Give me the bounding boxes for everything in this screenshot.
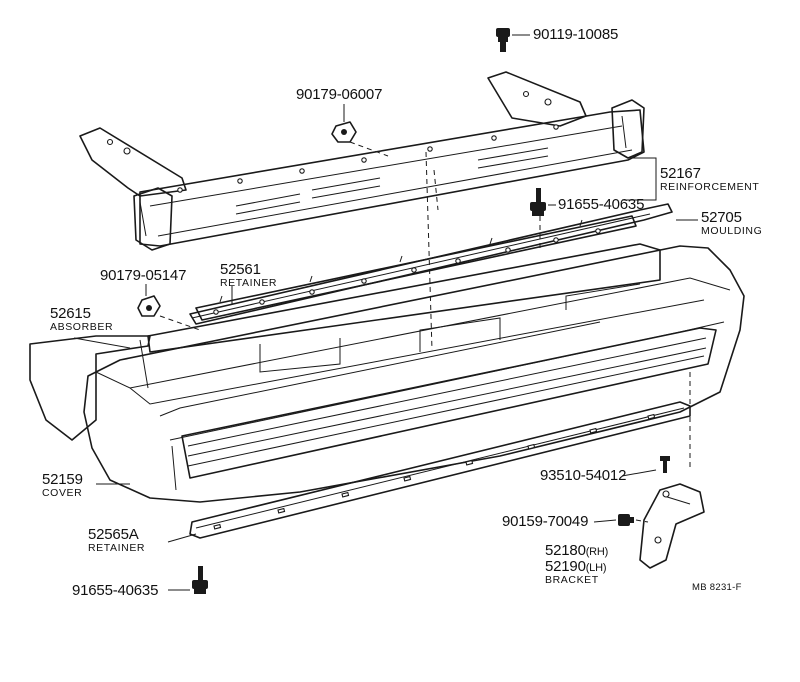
retainer-upper-part (195, 215, 637, 321)
label-bolt-reinforcement-number: 91655-40635 (558, 196, 645, 213)
leader-lines (73, 34, 698, 591)
label-retainer-lower-name: RETAINER (88, 542, 146, 554)
label-absorber-name: ABSORBER (50, 321, 114, 333)
label-clip-upper-number: 90179-06007 (296, 86, 383, 103)
label-cover-number: 52159 (42, 471, 83, 488)
label-bracket-rh-number: 52180(RH) (545, 542, 609, 559)
diagram-code: MB 8231-F (692, 582, 742, 593)
label-bracket-lh-number: 52190(LH) (545, 558, 607, 575)
label-moulding-number: 52705 (701, 209, 742, 226)
clip-left-icon (137, 295, 161, 317)
label-screw-bracket-number: 93510-54012 (540, 467, 627, 484)
bracket-part (639, 483, 705, 569)
bolt-reinforcement-icon (530, 188, 546, 216)
label-bracket-name: BRACKET (545, 574, 599, 586)
label-bolt-bottom-number: 91655-40635 (72, 582, 159, 599)
retainer-lower-part (189, 401, 691, 539)
absorber-part (29, 243, 661, 441)
label-absorber-number: 52615 (50, 305, 91, 322)
clip-upper-icon (331, 121, 357, 143)
label-retainer-upper-number: 52561 (220, 261, 261, 278)
nut-bracket-icon (618, 514, 634, 526)
label-bolt-top-number: 90119-10085 (533, 26, 619, 43)
cover-part (83, 245, 745, 503)
label-cover-name: COVER (42, 487, 83, 499)
reinforcement-part (79, 71, 645, 251)
label-nut-bracket-number: 90159-70049 (502, 513, 589, 530)
label-reinforcement-number: 52167 (660, 165, 701, 182)
label-reinforcement-name: REINFORCEMENT (660, 181, 760, 193)
label-clip-left-number: 90179-05147 (100, 267, 187, 284)
label-retainer-lower-number: 52565A (88, 526, 139, 543)
bolt-bottom-icon (192, 566, 208, 594)
moulding-part (189, 203, 673, 325)
screw-bracket-icon (660, 456, 670, 473)
assembly-lines (159, 141, 691, 523)
label-retainer-upper-name: RETAINER (220, 277, 278, 289)
bolt-top-icon (496, 28, 510, 52)
label-moulding-name: MOULDING (701, 225, 763, 237)
